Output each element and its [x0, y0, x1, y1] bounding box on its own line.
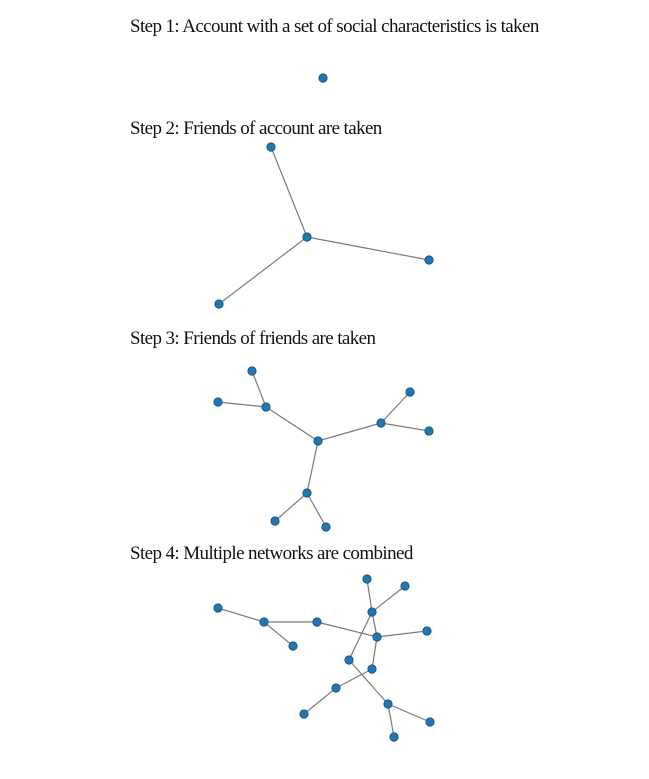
node	[299, 709, 309, 719]
node	[259, 617, 269, 627]
edge	[306, 492, 327, 528]
node	[389, 732, 399, 742]
step-3-title: Step 3: Friends of friends are taken	[130, 328, 376, 349]
edge	[380, 422, 430, 432]
node	[321, 522, 331, 532]
edge	[348, 659, 389, 705]
node	[372, 632, 382, 642]
step-4-network	[213, 574, 435, 742]
node	[367, 664, 377, 674]
node	[331, 683, 341, 693]
node	[367, 607, 377, 617]
edge	[380, 391, 411, 424]
step-1-title: Step 1: Account with a set of social cha…	[130, 16, 539, 37]
node	[214, 299, 224, 309]
node	[383, 699, 393, 709]
node	[376, 418, 386, 428]
node	[424, 426, 434, 436]
step-1-network	[318, 73, 328, 83]
edge	[371, 636, 378, 670]
node	[213, 397, 223, 407]
step-2-title: Step 2: Friends of account are taken	[130, 118, 382, 139]
edge	[217, 607, 265, 623]
node	[302, 488, 312, 498]
node	[424, 255, 434, 265]
edge	[265, 406, 319, 442]
node	[288, 641, 298, 651]
node	[422, 626, 432, 636]
edge	[218, 236, 308, 305]
account-node	[302, 232, 312, 242]
node	[405, 387, 415, 397]
edge	[371, 585, 406, 613]
step-3-network	[213, 366, 434, 532]
node	[247, 366, 257, 376]
edge	[306, 236, 430, 261]
node	[270, 516, 280, 526]
node	[425, 717, 435, 727]
edge	[387, 703, 395, 738]
edge	[335, 668, 373, 689]
node	[362, 574, 372, 584]
node	[261, 402, 271, 412]
edge	[366, 578, 373, 613]
edge	[263, 621, 294, 647]
edge	[303, 687, 337, 715]
node	[213, 603, 223, 613]
node	[344, 655, 354, 665]
step-2-network	[214, 142, 434, 309]
edge	[376, 630, 428, 638]
account-node	[318, 73, 328, 83]
edge	[316, 621, 378, 638]
edge	[306, 440, 319, 494]
node	[400, 581, 410, 591]
edge	[217, 401, 267, 408]
node	[312, 617, 322, 627]
edge	[270, 146, 308, 238]
edge	[348, 611, 373, 661]
step-4-title: Step 4: Multiple networks are combined	[130, 543, 413, 564]
edge	[251, 370, 267, 408]
edge	[274, 492, 308, 522]
edge	[317, 422, 382, 442]
edge	[387, 703, 431, 723]
node	[266, 142, 276, 152]
account-node	[313, 436, 323, 446]
